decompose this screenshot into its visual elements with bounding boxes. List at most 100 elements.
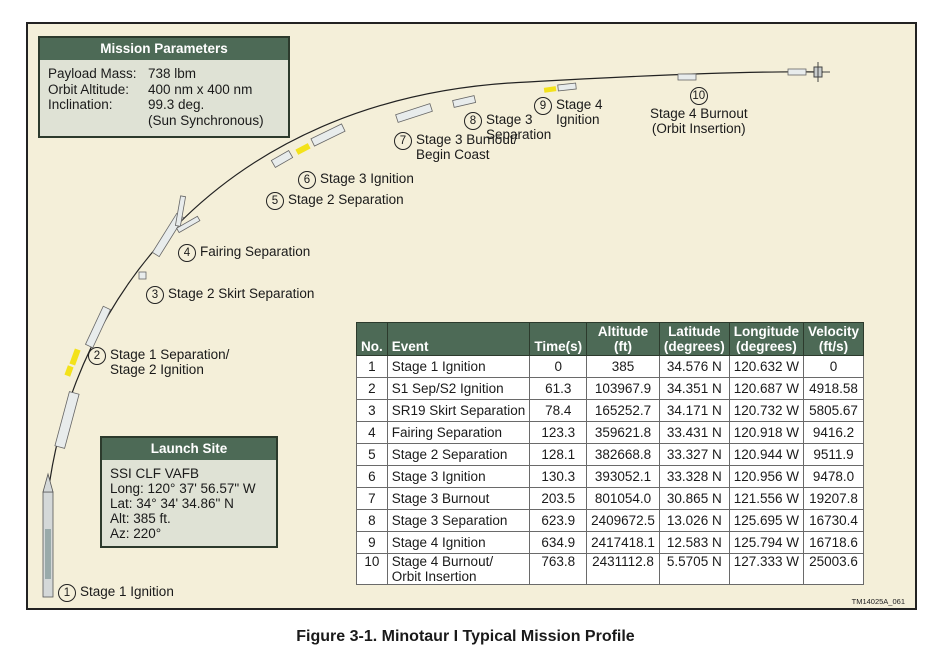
table-cell: 1	[356, 355, 388, 378]
table-cell: 130.3	[529, 465, 588, 488]
figure-credit: TM14025A_061	[851, 597, 905, 606]
launch-site-line: Lat: 34° 34' 34.86" N	[110, 496, 234, 511]
table-cell: SR19 Skirt Separation	[386, 399, 531, 422]
table-cell: 61.3	[529, 377, 588, 400]
event-label-text: Stage 3 Ignition	[320, 171, 414, 186]
table-cell: 801054.0	[586, 487, 660, 510]
table-cell: 19207.8	[802, 487, 865, 510]
event-number-badge: 4	[178, 244, 196, 262]
table-cell: Fairing Separation	[386, 421, 531, 444]
table-cell: 125.794 W	[728, 531, 805, 554]
launch-site-line: SSI CLF VAFB	[110, 466, 200, 481]
table-cell: 763.8	[529, 553, 588, 585]
launch-site-line: Az: 220°	[110, 526, 162, 541]
stage-2-body-icon	[84, 305, 112, 349]
table-header-cell: Velocity(ft/s)	[802, 322, 865, 356]
stage-4-burn-icon	[677, 73, 697, 81]
event-number-badge: 9	[534, 97, 552, 115]
launch-site-line: Long: 120° 37' 56.57" W	[110, 481, 256, 496]
event-number-badge: 6	[298, 171, 316, 189]
stage-1-body-icon	[54, 391, 80, 449]
flame-marker	[543, 86, 557, 93]
table-cell: Stage 3 Burnout	[386, 487, 531, 510]
table-cell: 16730.4	[802, 509, 865, 532]
table-cell: 33.327 N	[658, 443, 730, 466]
table-cell: 634.9	[529, 531, 588, 554]
trajectory-graphic	[42, 62, 830, 598]
stage-4-body-icon	[557, 82, 577, 92]
payload-icon	[787, 68, 807, 76]
event-number-badge: 3	[146, 286, 164, 304]
mission-param-key: Payload Mass:	[48, 66, 137, 81]
table-header-cell: Time(s)	[529, 322, 588, 356]
table-cell: 7	[356, 487, 388, 510]
table-header-cell: Altitude(ft)	[586, 322, 660, 356]
fairing-half-icon	[174, 195, 187, 227]
table-cell: 103967.9	[586, 377, 660, 400]
table-cell: 4918.58	[802, 377, 865, 400]
event-label-text: Stage 2 Skirt Separation	[168, 286, 315, 301]
table-cell: 120.918 W	[728, 421, 805, 444]
table-header-cell: No.	[356, 322, 388, 356]
table-header-cell: Event	[386, 322, 531, 356]
event-number-badge: 8	[464, 112, 482, 130]
table-header-cell: Longitude(degrees)	[728, 322, 805, 356]
event-label-text: Stage 2 Separation	[288, 192, 404, 207]
table-cell: 34.171 N	[658, 399, 730, 422]
event-label-4: 4 Fairing Separation	[178, 244, 310, 262]
table-cell: Stage 3 Separation	[386, 509, 531, 532]
event-number-badge: 10	[689, 87, 708, 105]
table-cell: 123.3	[529, 421, 588, 444]
table-cell: 6	[356, 465, 388, 488]
mission-parameters-title: Mission Parameters	[40, 38, 288, 60]
flame-marker	[69, 348, 81, 366]
figure-caption: Figure 3-1. Minotaur I Typical Mission P…	[296, 628, 635, 645]
table-cell: 13.026 N	[658, 509, 730, 532]
event-label-6: 6 Stage 3 Ignition	[298, 171, 414, 189]
table-cell: 9	[356, 531, 388, 554]
table-cell: 34.576 N	[658, 355, 730, 378]
fairing-half-icon	[176, 215, 201, 234]
stage-3-sep-icon	[452, 95, 477, 108]
table-cell: 385	[586, 355, 660, 378]
event-number-badge: 2	[88, 347, 106, 365]
table-cell: 9478.0	[802, 465, 865, 488]
table-cell: 0	[529, 355, 588, 378]
table-cell: Stage 4 Burnout/Orbit Insertion	[386, 553, 531, 585]
table-cell: 3	[356, 399, 388, 422]
table-cell: 128.1	[529, 443, 588, 466]
table-cell: 33.328 N	[658, 465, 730, 488]
table-cell: Stage 1 Ignition	[386, 355, 531, 378]
table-cell: 393052.1	[586, 465, 660, 488]
event-number-badge: 1	[58, 584, 76, 602]
table-cell: 16718.6	[802, 531, 865, 554]
launch-site-title: Launch Site	[102, 438, 276, 460]
table-cell: S1 Sep/S2 Ignition	[386, 377, 531, 400]
event-label-text: Fairing Separation	[200, 244, 311, 259]
mission-param-row: Orbit Altitude:400 nm x 400 nm	[48, 82, 280, 98]
flame-marker	[295, 143, 311, 155]
table-cell: 8	[356, 509, 388, 532]
